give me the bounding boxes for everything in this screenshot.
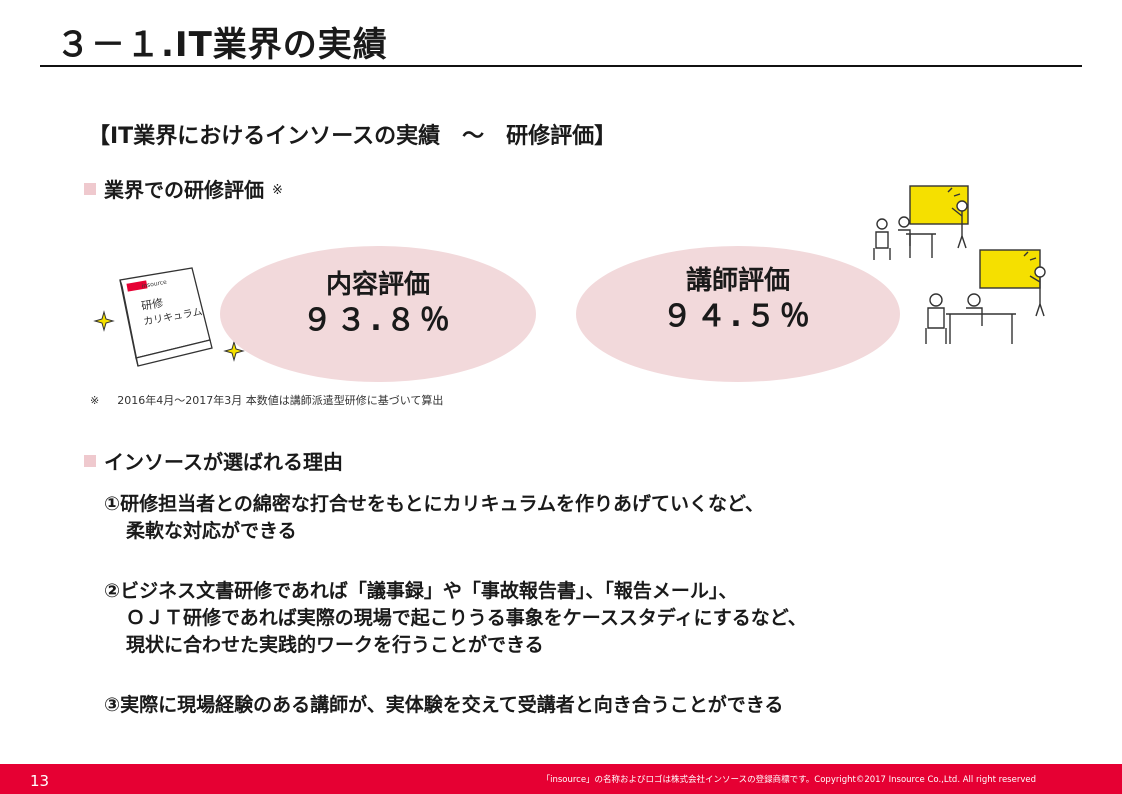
title-divider	[40, 65, 1082, 67]
reason-line: 現状に合わせた実践的ワークを行うことができる	[126, 634, 544, 656]
page-number: 13	[30, 772, 50, 790]
content-evaluation-value: ９３.８％	[302, 303, 454, 338]
footnote-text: 2016年4月～2017年3月 本数値は講師派遣型研修に基づいて算出	[117, 394, 444, 407]
reason-item-3: ③実際に現場経験のある講師が、実体験を交えて受講者と向き合うことができる	[104, 692, 783, 719]
sparkle-icon	[223, 340, 245, 362]
footnote: ※ 2016年4月～2017年3月 本数値は講師派遣型研修に基づいて算出	[90, 392, 443, 408]
instructor-evaluation-value: ９４.５％	[662, 299, 814, 334]
reason-line: 柔軟な対応ができる	[126, 520, 297, 542]
reason-line: ①研修担当者との綿密な打合せをもとにカリキュラムを作りあげていくなど、	[104, 493, 764, 515]
evaluation-heading: 業界での研修評価 ※	[84, 176, 283, 205]
content-evaluation-label: 内容評価	[325, 270, 430, 300]
reasons-heading-text: インソースが選ばれる理由	[104, 450, 343, 474]
bullet-square-icon	[84, 455, 96, 467]
copyright-notice: 「insource」の名称およびロゴは株式会社インソースの登録商標です。Copy…	[541, 775, 1036, 785]
instructor-evaluation-label: 講師評価	[685, 266, 790, 296]
book-text-line1: 研修	[140, 295, 164, 313]
section-heading: 【IT業界におけるインソースの実績 ～ 研修評価】	[88, 124, 617, 149]
reason-line: ②ビジネス文書研修であれば「議事録」や「事故報告書」、「報告メール」、	[104, 580, 738, 602]
sparkle-icon	[93, 310, 115, 332]
book-logo: insource	[141, 279, 168, 290]
evaluation-heading-text: 業界での研修評価	[104, 178, 264, 202]
footnote-mark: ※	[90, 394, 100, 407]
reason-item-2: ②ビジネス文書研修であれば「議事録」や「事故報告書」、「報告メール」、 ＯＪＴ研…	[104, 578, 807, 659]
curriculum-book-icon: insource 研修 カリキュラム	[93, 267, 245, 367]
classroom-icon	[873, 185, 1046, 344]
bullet-square-icon	[84, 183, 96, 195]
note-mark: ※	[272, 183, 283, 198]
reasons-heading: インソースが選ばれる理由	[84, 448, 343, 476]
instructor-evaluation-card: 講師評価 ９４.５％	[576, 246, 900, 382]
reason-line: ③実際に現場経験のある講師が、実体験を交えて受講者と向き合うことができる	[104, 694, 784, 716]
slide-title: ３－１.IT業界の実績	[56, 25, 388, 65]
content-evaluation-card: 内容評価 ９３.８％	[220, 246, 536, 382]
reason-line: ＯＪＴ研修であれば実際の現場で起こりうる事象をケーススタディにするなど、	[126, 607, 807, 629]
footer-bar: 13 「insource」の名称およびロゴは株式会社インソースの登録商標です。C…	[0, 764, 1122, 794]
reason-item-1: ①研修担当者との綿密な打合せをもとにカリキュラムを作りあげていくなど、 柔軟な対…	[104, 491, 764, 545]
